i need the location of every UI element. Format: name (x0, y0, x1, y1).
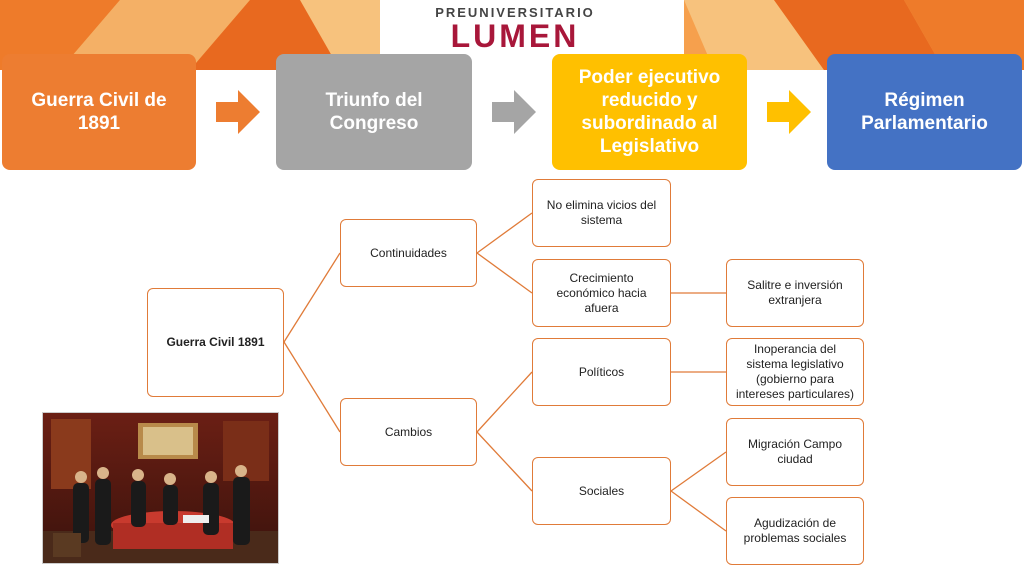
logo-title: LUMEN (450, 18, 580, 54)
tree-node-salitre: Salitre e inversión extranjera (726, 259, 864, 327)
arrow-right-icon (767, 90, 811, 134)
tree-node-cambios: Cambios (340, 398, 477, 466)
process-step-regimen-parlamentario: Régimen Parlamentario (827, 54, 1022, 170)
node-label: Políticos (578, 364, 625, 379)
node-label: Agudización de problemas sociales (743, 516, 847, 545)
logo-subtitle: PREUNIVERSITARIO (435, 5, 595, 20)
tree-node-vicios: No elimina vicios del sistema (532, 179, 671, 247)
process-step-label: Triunfo del Congreso (325, 90, 423, 134)
process-step-label: Régimen Parlamentario (861, 90, 988, 134)
tree-node-inoperancia: Inoperancia del sistema legislativo (gob… (726, 338, 864, 406)
tree-node-migracion: Migración Campo ciudad (726, 418, 864, 486)
process-step-label: Guerra Civil de 1891 (31, 90, 167, 134)
tree-node-agudizacion: Agudización de problemas sociales (726, 497, 864, 565)
node-label: Continuidades (370, 245, 447, 260)
tree-node-continuidades: Continuidades (340, 219, 477, 287)
node-label: Guerra Civil 1891 (166, 335, 265, 349)
process-step-guerra-civil: Guerra Civil de 1891 (2, 54, 196, 170)
node-label: Inoperancia del sistema legislativo (gob… (735, 342, 855, 401)
historical-painting (42, 412, 279, 564)
process-step-label: Poder ejecutivo reducido y subordinado a… (578, 67, 721, 157)
process-step-poder-ejecutivo: Poder ejecutivo reducido y subordinado a… (552, 54, 747, 170)
arrow-right-icon (492, 90, 536, 134)
tree-node-politicos: Políticos (532, 338, 671, 406)
node-label: Crecimiento económico hacia afuera (556, 270, 647, 315)
tree-node-root: Guerra Civil 1891 (147, 288, 284, 397)
tree-node-sociales: Sociales (532, 457, 671, 525)
node-label: Migración Campo ciudad (747, 437, 843, 466)
tree-node-crecimiento: Crecimiento económico hacia afuera (532, 259, 671, 327)
node-label: Salitre e inversión extranjera (747, 278, 843, 307)
node-label: No elimina vicios del sistema (546, 198, 657, 227)
node-label: Sociales (578, 483, 625, 498)
process-step-triunfo-congreso: Triunfo del Congreso (276, 54, 472, 170)
brand-logo: PREUNIVERSITARIO LUMEN (430, 5, 600, 54)
node-label: Cambios (384, 424, 433, 439)
arrow-right-icon (216, 90, 260, 134)
